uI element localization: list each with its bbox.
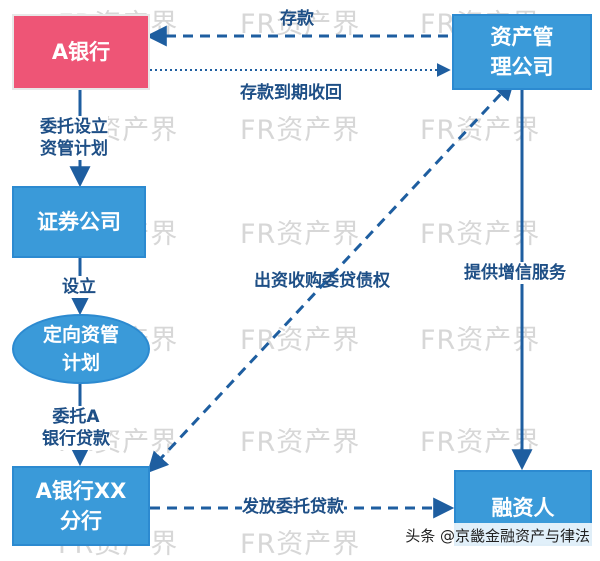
label-entrust-setup: 委托设立 资管计划 xyxy=(40,116,108,160)
source-attribution: 头条 @京畿金融资产与律法 xyxy=(401,523,594,548)
label-credit-enhance: 提供增信服务 xyxy=(464,262,566,284)
node-bank-a: A银行 xyxy=(12,14,150,90)
label-deposit-return: 存款到期收回 xyxy=(240,83,342,103)
node-borrower-label: 融资人 xyxy=(491,496,555,520)
node-bank-branch: A银行XX 分行 xyxy=(12,466,150,546)
node-asset-management-label: 资产管 理公司 xyxy=(490,25,554,79)
node-directed-plan-label: 定向资管 计划 xyxy=(42,324,119,374)
node-directed-plan: 定向资管 计划 xyxy=(12,314,150,384)
label-buy-claims: 出资收购委贷债权 xyxy=(254,271,390,291)
label-deposit: 存款 xyxy=(280,9,314,29)
label-entrust-bank-loan: 委托A 银行贷款 xyxy=(42,406,110,450)
node-securities-label: 证券公司 xyxy=(37,210,121,234)
node-asset-management: 资产管 理公司 xyxy=(452,14,592,90)
arrow-buy-claims xyxy=(147,78,515,474)
label-issue-loan: 发放委托贷款 xyxy=(242,496,344,518)
node-securities: 证券公司 xyxy=(12,186,146,258)
node-bank-branch-label: A银行XX 分行 xyxy=(35,479,127,533)
label-setup: 设立 xyxy=(62,276,96,298)
node-bank-a-label: A银行 xyxy=(51,40,111,64)
